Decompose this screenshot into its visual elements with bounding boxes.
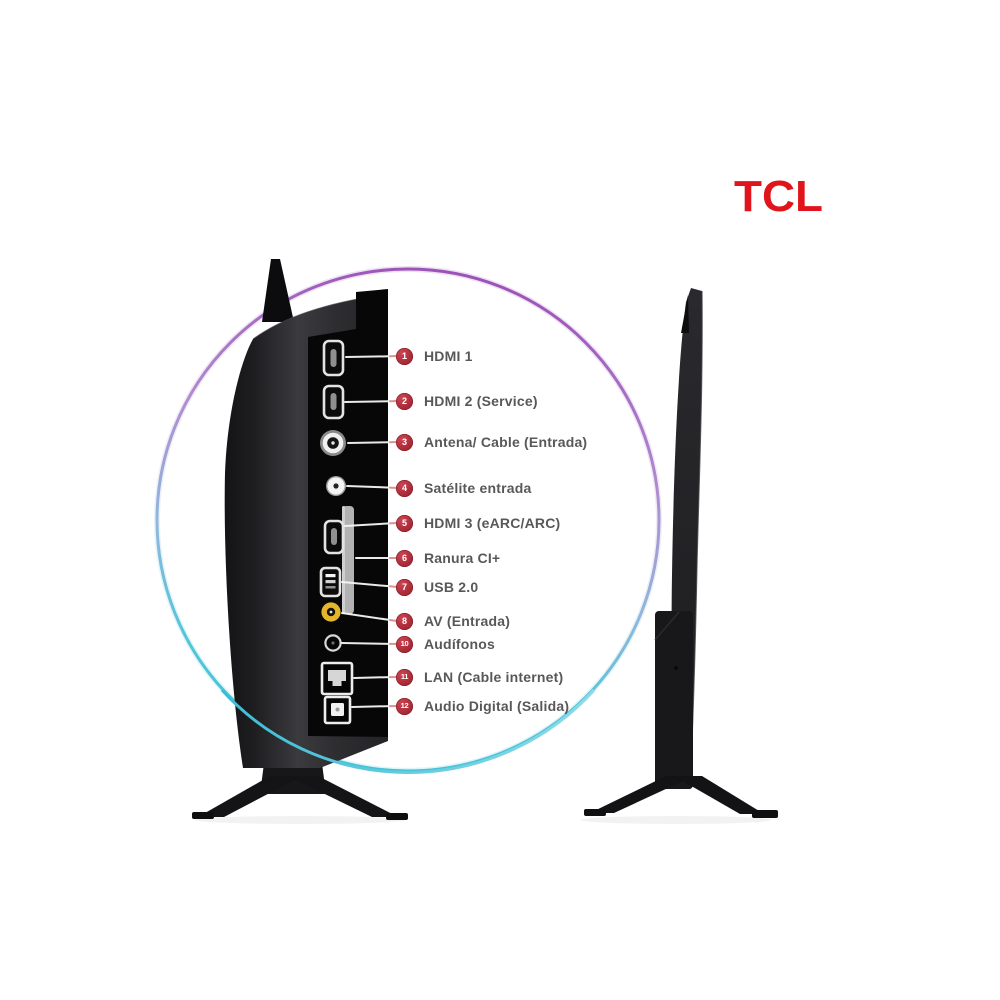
- antenna-port: [320, 430, 346, 456]
- port-number-badge: 6: [396, 549, 413, 567]
- av-input-jack: [321, 602, 341, 622]
- port-number-badge: 2: [396, 392, 413, 410]
- port-callout: 3 Antena/ Cable (Entrada): [396, 433, 587, 451]
- port-label: USB 2.0: [424, 579, 479, 595]
- port-label: HDMI 2 (Service): [424, 393, 538, 409]
- port-label: Antena/ Cable (Entrada): [424, 434, 588, 450]
- hdmi1-port: [322, 339, 345, 377]
- hdmi2-port: [322, 384, 345, 420]
- port-callout: 8 AV (Entrada): [396, 612, 510, 630]
- port-label: HDMI 1: [424, 348, 473, 364]
- port-callout: 10 Audífonos: [396, 635, 495, 653]
- port-number-badge: 3: [396, 433, 413, 451]
- port-number-badge: 10: [396, 635, 413, 653]
- port-callout: 5 HDMI 3 (eARC/ARC): [396, 514, 560, 532]
- port-callout: 4 Satélite entrada: [396, 479, 531, 497]
- left-tv-antenna-fin: [262, 259, 294, 322]
- leader-lines: [341, 355, 398, 708]
- port-callout: 12 Audio Digital (Salida): [396, 697, 569, 715]
- port-number-badge: 7: [396, 578, 413, 596]
- tcl-logo: TCL: [734, 172, 823, 221]
- headphone-jack: [324, 634, 342, 652]
- port-callout: 6 Ranura CI+: [396, 549, 500, 567]
- port-number-badge: 4: [396, 479, 413, 497]
- port-label: Audio Digital (Salida): [424, 698, 570, 714]
- right-tv-housing: [654, 611, 693, 789]
- port-number-badge: 8: [396, 612, 413, 630]
- magnifier-bottom-arc: [220, 688, 596, 774]
- port-number-badge: 12: [396, 697, 413, 715]
- lan-port: [320, 661, 354, 696]
- port-label: AV (Entrada): [424, 613, 511, 629]
- port-label: HDMI 3 (eARC/ARC): [424, 515, 561, 531]
- right-tv-stand: [584, 776, 778, 818]
- port-label: Ranura CI+: [424, 550, 501, 566]
- right-tv-fin-notch: [681, 295, 689, 333]
- port-number-badge: 5: [396, 514, 413, 532]
- port-callout: 1 HDMI 1: [396, 347, 473, 365]
- port-number-badge: 11: [396, 668, 413, 686]
- usb-port: [319, 566, 342, 598]
- port-callout: 7 USB 2.0: [396, 578, 478, 596]
- port-label: Satélite entrada: [424, 480, 532, 496]
- satellite-port: [326, 476, 346, 496]
- optical-audio-port: [323, 695, 352, 725]
- left-tv: [224, 259, 398, 768]
- hdmi3-port: [323, 519, 345, 555]
- right-tv: [584, 288, 778, 818]
- port-number-badge: 1: [396, 347, 413, 365]
- ci-plus-slot: [342, 506, 354, 614]
- port-callout: 2 HDMI 2 (Service): [396, 392, 538, 410]
- floor-shadows: [195, 816, 771, 824]
- port-callout: 11 LAN (Cable internet): [396, 668, 563, 686]
- port-label: Audífonos: [424, 636, 496, 652]
- port-label: LAN (Cable internet): [424, 669, 564, 685]
